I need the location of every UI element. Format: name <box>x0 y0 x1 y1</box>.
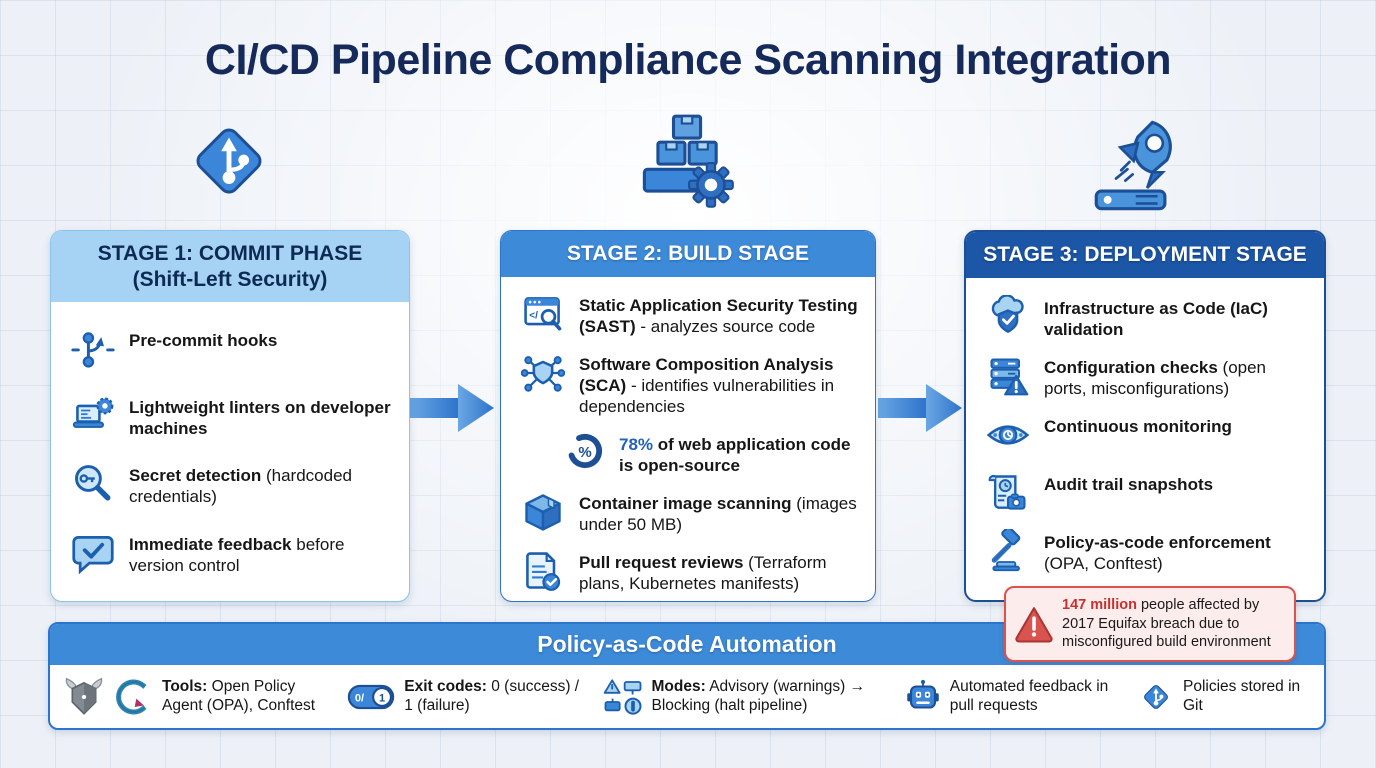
item-text: Continuous monitoring <box>1044 416 1232 436</box>
item-text: Secret detection (hardcoded credentials) <box>129 466 352 507</box>
stage-item: Lightweight linters on developer machine… <box>71 397 393 439</box>
exit-codes-toggle-icon: 0/1 <box>347 680 395 714</box>
stage-2-title: STAGE 2: BUILD STAGE <box>567 242 809 265</box>
stage-1-header: STAGE 1: COMMIT PHASE (Shift-Left Securi… <box>51 231 409 303</box>
item-text: Audit trail snapshots <box>1044 474 1214 494</box>
container-box-icon <box>521 490 565 534</box>
item-text: Pre-commit hooks <box>129 331 278 351</box>
tools-item: Tools: Open Policy Agent (OPA), Conftest <box>64 677 324 717</box>
stage-item: </ Static Application Security Testing (… <box>521 295 859 337</box>
feedback-bubble-icon <box>71 531 115 575</box>
cloud-shield-icon <box>986 294 1030 339</box>
stage-item: Software Composition Analysis (SCA) - id… <box>521 354 859 417</box>
warning-text: 147 million people affected by 2017 Equi… <box>1062 597 1271 651</box>
secret-magnifier-icon <box>71 462 115 506</box>
exit-codes-text: Exit codes: 0 (success) / 1 (failure) <box>404 678 580 714</box>
conftest-logo-icon <box>113 677 153 717</box>
item-text: Software Composition Analysis (SCA) - id… <box>579 354 835 416</box>
item-text: Infrastructure as Code (IaC) validation <box>1044 298 1268 339</box>
percent-donut-icon: % <box>565 431 605 471</box>
modes-grid-icon <box>603 677 643 717</box>
gavel-icon <box>986 528 1030 573</box>
stage-1-card: STAGE 1: COMMIT PHASE (Shift-Left Securi… <box>50 230 410 602</box>
equifax-warning-callout: 147 million people affected by 2017 Equi… <box>1004 586 1296 662</box>
stage-item: Pull request reviews (Terraform plans, K… <box>521 552 859 594</box>
stage-3-title: STAGE 3: DEPLOYMENT STAGE <box>983 243 1307 266</box>
rocket-launch-icon <box>1090 112 1194 216</box>
item-text: Immediate feedback before version contro… <box>129 534 345 575</box>
modes-text: Modes: Advisory (warnings) → Blocking (h… <box>651 678 866 714</box>
flow-arrow-icon <box>878 380 964 436</box>
stat-callout: % 78% of web application code is open-so… <box>565 431 859 476</box>
git-branch-icon <box>71 327 115 371</box>
stage-item: Continuous monitoring <box>986 416 1308 457</box>
item-text: Container image scanning (images under 5… <box>579 494 857 535</box>
stage-2-header: STAGE 2: BUILD STAGE <box>501 231 875 277</box>
exit-codes-item: 0/1 Exit codes: 0 (success) / 1 (failure… <box>347 678 579 716</box>
svg-text:1: 1 <box>379 692 385 704</box>
opa-logo-icon <box>64 677 104 717</box>
stage-item: Configuration checks (open ports, miscon… <box>986 357 1308 399</box>
automated-feedback-text: Automated feedback in pull requests <box>949 678 1109 714</box>
audit-snapshot-icon <box>986 471 1030 515</box>
git-diamond-small-icon <box>1138 679 1174 715</box>
sast-code-scan-icon: </ <box>521 292 565 336</box>
item-text: Pull request reviews (Terraform plans, K… <box>579 553 827 594</box>
stage-2-card: STAGE 2: BUILD STAGE </ Static Applicati… <box>500 230 876 602</box>
stage-1-title-line2: (Shift-Left Security) <box>132 267 328 291</box>
policy-automation-items: Tools: Open Policy Agent (OPA), Conftest… <box>50 665 1324 728</box>
server-warning-icon <box>986 354 1030 398</box>
stage-item: Immediate feedback before version contro… <box>71 534 393 576</box>
svg-text:%: % <box>578 444 591 461</box>
eye-monitoring-icon <box>986 413 1030 457</box>
stage-item: Secret detection (hardcoded credentials) <box>71 465 393 507</box>
git-diamond-icon <box>180 112 278 216</box>
policies-git-item: Policies stored in Git <box>1138 678 1308 716</box>
flow-arrow-icon <box>410 380 496 436</box>
page-title: CI/CD Pipeline Compliance Scanning Integ… <box>204 36 1172 84</box>
svg-text:0/: 0/ <box>355 693 364 705</box>
packages-gear-icon <box>634 110 738 216</box>
stage-item: Infrastructure as Code (IaC) validation <box>986 294 1308 340</box>
robot-icon <box>905 679 941 715</box>
stage-item: Audit trail snapshots <box>986 474 1308 515</box>
stat-text: 78% of web application code is open-sour… <box>619 435 851 476</box>
warning-triangle-icon <box>1014 604 1054 644</box>
automated-feedback-item: Automated feedback in pull requests <box>905 678 1115 716</box>
pull-request-doc-icon <box>521 549 565 593</box>
stage-item: Container image scanning (images under 5… <box>521 493 859 535</box>
tools-text: Tools: Open Policy Agent (OPA), Conftest <box>162 678 316 714</box>
svg-text:</: </ <box>529 310 538 321</box>
stage-3-header: STAGE 3: DEPLOYMENT STAGE <box>966 232 1324 278</box>
laptop-linter-icon <box>71 394 115 438</box>
item-text: Configuration checks (open ports, miscon… <box>1044 357 1267 398</box>
item-text: Static Application Security Testing (SAS… <box>579 295 858 336</box>
policies-git-text: Policies stored in Git <box>1183 678 1301 714</box>
item-text: Policy-as-code enforcement (OPA, Conftes… <box>1044 532 1271 573</box>
stage-item: Policy-as-code enforcement (OPA, Conftes… <box>986 528 1308 574</box>
sca-dependency-icon <box>521 351 565 395</box>
stage-1-title-line1: STAGE 1: COMMIT PHASE <box>97 242 363 265</box>
item-text: Lightweight linters on developer machine… <box>129 398 391 439</box>
stage-item: Pre-commit hooks <box>71 330 393 371</box>
stage-3-card: STAGE 3: DEPLOYMENT STAGE Infrastructure… <box>964 230 1326 602</box>
modes-item: Modes: Advisory (warnings) → Blocking (h… <box>603 677 882 717</box>
